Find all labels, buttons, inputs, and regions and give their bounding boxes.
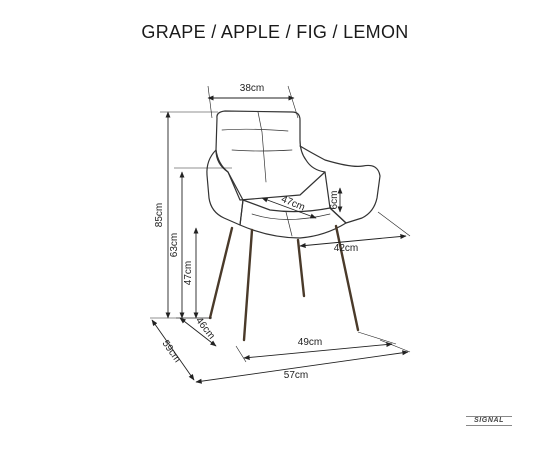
label-47cm-height: 47cm: [183, 261, 194, 285]
dim-line-57: [195, 350, 409, 384]
dim-line-47-depth: [261, 197, 317, 219]
back-left-leg: [242, 228, 254, 342]
label-57cm: 57cm: [284, 370, 308, 381]
dim-ext-57-right: [379, 339, 411, 353]
label-85cm: 85cm: [154, 203, 165, 227]
dim-ext-49-left: [235, 345, 247, 363]
dim-line-59: [151, 319, 195, 381]
dim-ext-38-left: [207, 85, 213, 119]
label-38cm: 38cm: [240, 83, 264, 94]
label-47cm-depth: 47cm: [280, 194, 307, 213]
dim-ext-38-right: [287, 85, 299, 119]
dimension-lines: [150, 85, 411, 384]
signal-logo: SIGNAL: [466, 416, 512, 432]
seat-seams: [251, 211, 331, 237]
front-left-leg: [208, 226, 234, 320]
label-63cm: 63cm: [169, 233, 180, 257]
label-42cm: 42cm: [334, 243, 358, 254]
label-6cm: 6cm: [329, 191, 340, 210]
chair-backrest: [215, 110, 326, 201]
label-59cm: 59cm: [160, 338, 183, 364]
front-right-leg: [296, 238, 306, 298]
label-49cm: 49cm: [298, 337, 322, 348]
dim-line-42: [299, 234, 407, 248]
dim-ext-49-right: [357, 331, 397, 345]
backrest-seams: [221, 111, 293, 183]
product-title: GRAPE / APPLE / FIG / LEMON: [141, 22, 409, 42]
dim-ext-42-right: [377, 211, 411, 237]
logo-text: SIGNAL: [466, 416, 512, 426]
chair-outline: [206, 110, 381, 239]
left-armrest: [206, 149, 244, 226]
right-armrest: [299, 145, 381, 224]
